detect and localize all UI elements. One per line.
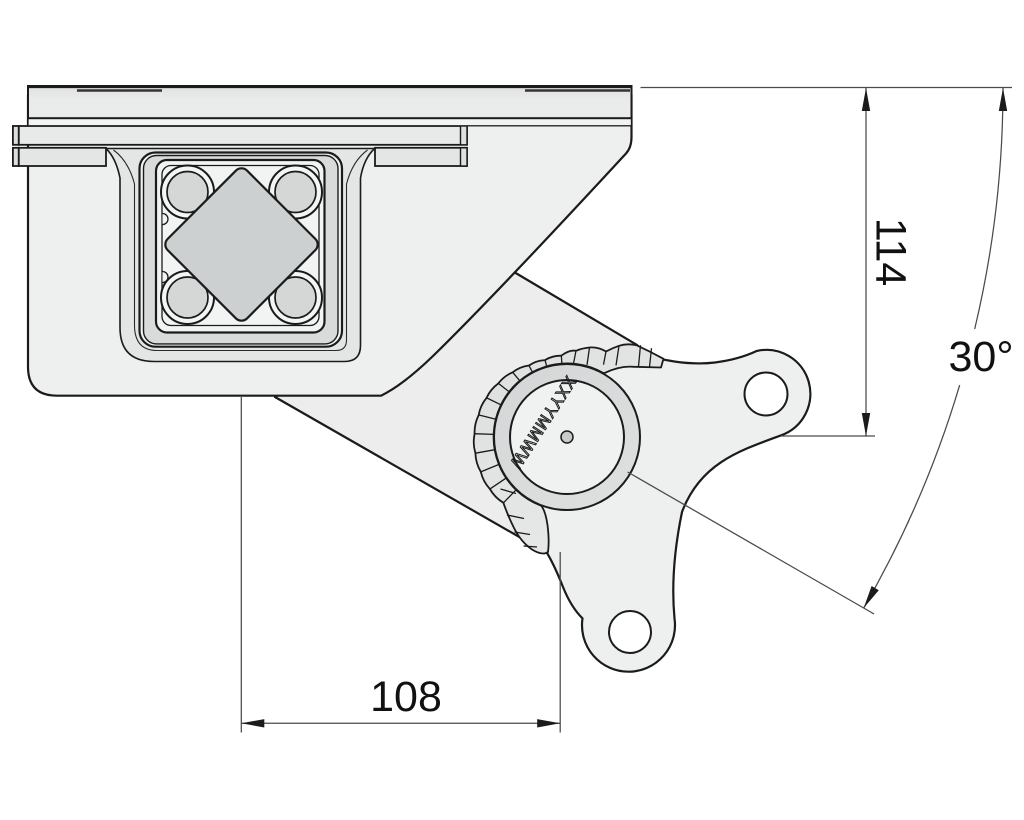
svg-text:108: 108 [370, 673, 442, 721]
svg-text:114: 114 [867, 218, 915, 287]
svg-text:30°: 30° [948, 333, 1013, 381]
